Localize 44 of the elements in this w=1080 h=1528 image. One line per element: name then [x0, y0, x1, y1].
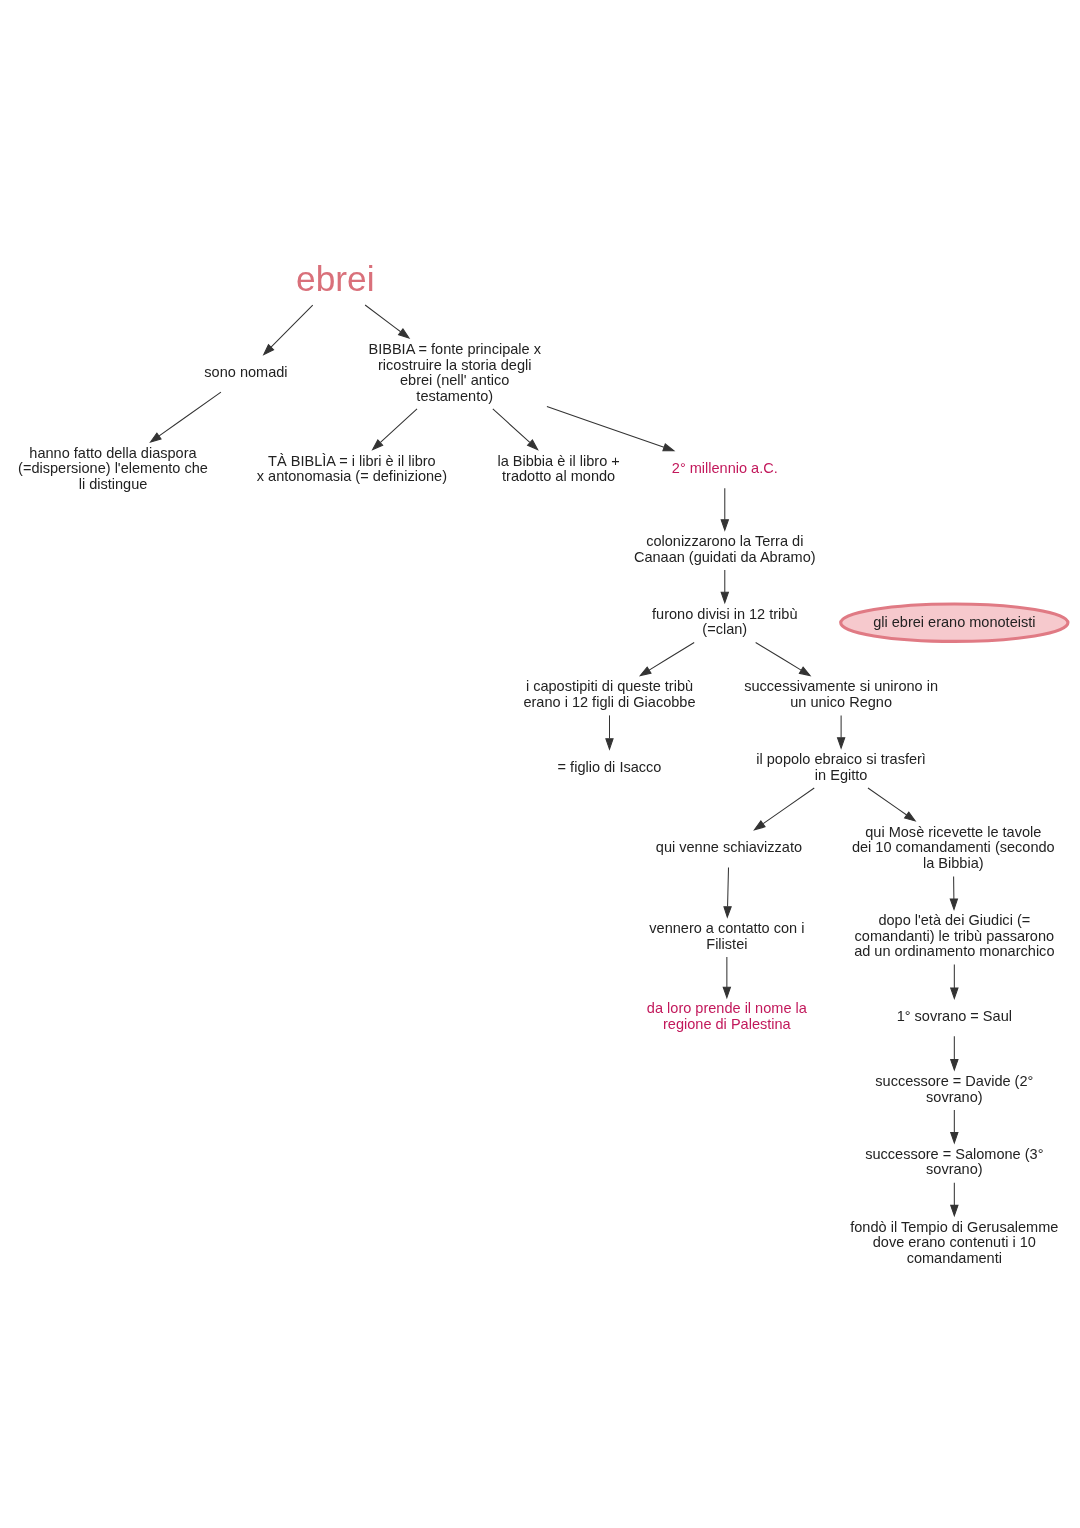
arrow [149, 391, 222, 443]
node-text: qui venne schiavizzato [655, 838, 803, 855]
node-text: furono divisi in 12 tribù (=clan) [652, 605, 798, 637]
node-text: qui Mosè ricevette le tavole dei 10 comandamenti (secondo la Bibbia) [851, 823, 1055, 871]
node-ellipse: gli ebrei erano monoteisti [839, 601, 1070, 643]
arrow [949, 1181, 959, 1217]
node-text: i capostipiti di queste tribù erano i 12 figli di Giacobbe [523, 677, 696, 710]
arrow [546, 405, 676, 451]
arrow [949, 875, 959, 911]
node-text: successore = Davide (2° sovrano) [875, 1072, 1034, 1105]
arrow [371, 407, 418, 451]
node-text: vennero a contatto con i Filistei [649, 919, 805, 952]
node-text: dopo l'età dei Giudici (= comandanti) le tribù passarono ad un ordinamento monarchico [854, 911, 1055, 959]
arrow [949, 1109, 959, 1144]
node-text: successivamente si unirono in un unico Regno [744, 677, 939, 710]
node-text: colonizzarono la Terra di Canaan (guidati da Abramo) [633, 532, 816, 565]
node-text: da loro prende il nome la regione di Palestina [646, 999, 807, 1032]
node-text: 1° sovrano = Saul [896, 1007, 1012, 1024]
node-text: = figlio di Isacco [557, 758, 662, 775]
node-text: la Bibbia è il libro + tradotto al mondo [497, 452, 620, 484]
node-text: hanno fatto della diaspora (=dispersione) l'elemento che li distingue [18, 444, 208, 492]
arrow [949, 1035, 959, 1072]
node-text: il popolo ebraico si trasferì in Egitto [756, 750, 926, 783]
arrow [867, 786, 917, 822]
node-text: sono nomadi [204, 363, 288, 380]
arrow [364, 304, 411, 339]
node-text: successore = Salomone (3° sovrano) [865, 1145, 1044, 1177]
arrow [638, 641, 695, 676]
arrow [722, 955, 732, 999]
arrow [753, 786, 815, 831]
node-text: BIBBIA = fonte principale x ricostruire la storia degli ebrei (nell' antico testamento) [368, 340, 541, 404]
arrow [605, 714, 614, 751]
arrow [723, 866, 732, 919]
arrow [755, 641, 812, 676]
node-text: 2° millennio a.C. [671, 459, 778, 476]
arrow [720, 568, 730, 604]
node-text: ebrei [296, 258, 375, 298]
arrow [262, 304, 314, 356]
arrow [492, 407, 539, 451]
node-text: fondò il Tempio di Gerusalemme dove erano contenuti i 10 comandamenti [850, 1218, 1059, 1266]
node-text: TÀ BIBLÌA = i libri è il libro x antonomasia (= definizione) [256, 452, 448, 484]
arrow [949, 963, 959, 1000]
arrow [836, 714, 846, 750]
arrow [720, 487, 730, 532]
